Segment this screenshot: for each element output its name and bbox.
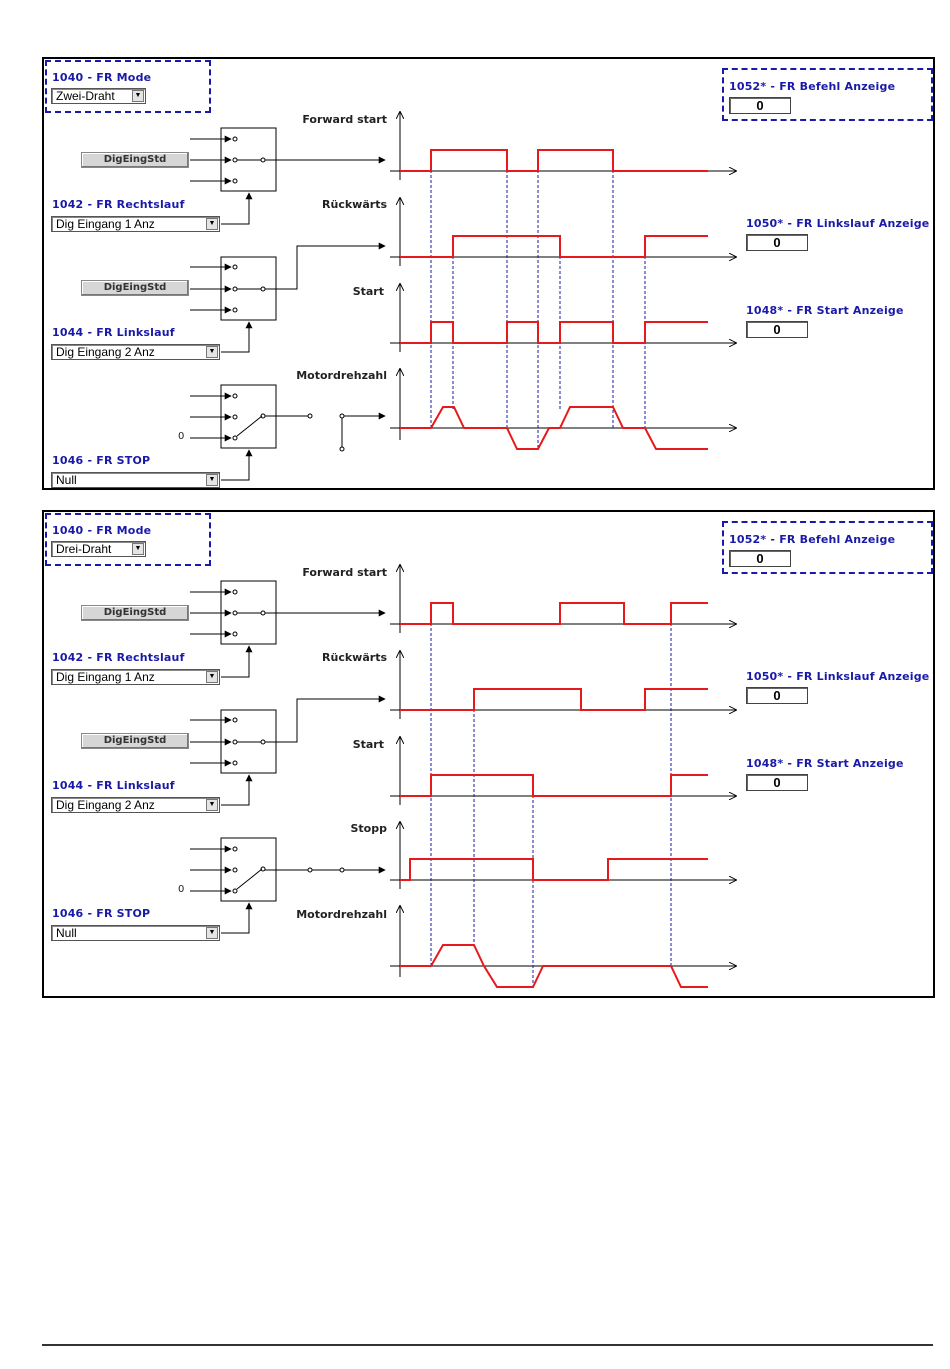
timing-panel-three-wire: [42, 510, 935, 998]
zero-input-label: 0: [178, 884, 185, 895]
signal-label: Forward start: [302, 566, 387, 579]
time-markers-panel-1: [430, 150, 646, 448]
signal-label: Forward start: [302, 113, 387, 126]
reverse-trace: [400, 235, 708, 258]
start-trace: [400, 321, 708, 344]
start-display-label: 1048* - FR Start Anzeige: [746, 304, 904, 317]
command-display-label: 1052* - FR Befehl Anzeige: [729, 80, 896, 93]
chevron-down-icon[interactable]: ▼: [206, 218, 218, 230]
chevron-down-icon[interactable]: ▼: [206, 927, 218, 939]
zero-input-label: 0: [178, 431, 185, 442]
chevron-down-icon[interactable]: ▼: [206, 474, 218, 486]
right-input-label: 1042 - FR Rechtslauf: [52, 198, 185, 211]
axes-panel-1: [390, 112, 736, 440]
chevron-down-icon[interactable]: ▼: [206, 346, 218, 358]
motor-speed-trace: [400, 944, 708, 988]
selector-switch-2: [190, 695, 386, 806]
stop-input-label: 1046 - FR STOP: [52, 454, 151, 467]
left-display-label: 1050* - FR Linkslauf Anzeige: [746, 217, 930, 230]
timing-panel-two-wire: [42, 57, 935, 490]
left-input-select[interactable]: Dig Eingang 2 Anz▼: [51, 344, 220, 360]
stop-input-select[interactable]: Null▼: [51, 925, 220, 941]
left-input-select[interactable]: Dig Eingang 2 Anz▼: [51, 797, 220, 813]
stop-trace: [400, 858, 708, 881]
mode-select[interactable]: Zwei-Draht▼: [51, 88, 146, 104]
start-display-label: 1048* - FR Start Anzeige: [746, 757, 904, 770]
chevron-down-icon[interactable]: ▼: [206, 799, 218, 811]
chevron-down-icon[interactable]: ▼: [132, 543, 144, 555]
signal-label: Stopp: [350, 822, 388, 835]
forward-start-trace: [400, 149, 708, 172]
signal-label: Start: [352, 285, 384, 298]
footer-rule: [42, 1344, 933, 1346]
reverse-trace: [400, 688, 708, 711]
signal-label: Start: [352, 738, 384, 751]
dig-eing-std-button[interactable]: DigEingStd: [81, 605, 189, 621]
left-display-value: 0: [746, 234, 808, 251]
command-display-box: [722, 521, 933, 574]
chevron-down-icon[interactable]: ▼: [132, 90, 144, 102]
dig-eing-std-button[interactable]: DigEingStd: [81, 152, 189, 168]
mode-label: 1040 - FR Mode: [52, 524, 152, 537]
left-display-value: 0: [746, 687, 808, 704]
axes-panel-2: [390, 565, 736, 977]
stop-switch: [190, 384, 386, 481]
signal-label: Rückwärts: [322, 651, 387, 664]
left-input-label: 1044 - FR Linkslauf: [52, 779, 175, 792]
stop-input-select[interactable]: Null▼: [51, 472, 220, 488]
motor-speed-trace: [400, 406, 708, 450]
signal-label: Motordrehzahl: [296, 369, 387, 382]
selector-switch-2: [190, 242, 386, 353]
left-input-label: 1044 - FR Linkslauf: [52, 326, 175, 339]
dig-eing-std-button[interactable]: DigEingStd: [81, 733, 189, 749]
waveforms-panel-1: [400, 149, 708, 450]
signal-label: Rückwärts: [322, 198, 387, 211]
dig-eing-std-button[interactable]: DigEingStd: [81, 280, 189, 296]
stop-input-label: 1046 - FR STOP: [52, 907, 151, 920]
start-display-value: 0: [746, 321, 808, 338]
right-input-label: 1042 - FR Rechtslauf: [52, 651, 185, 664]
command-display-value: 0: [729, 550, 791, 567]
start-trace: [400, 774, 708, 797]
mode-select[interactable]: Drei-Draht▼: [51, 541, 146, 557]
start-display-value: 0: [746, 774, 808, 791]
right-input-select[interactable]: Dig Eingang 1 Anz▼: [51, 216, 220, 232]
waveforms-panel-2: [400, 602, 708, 988]
command-display-value: 0: [729, 97, 791, 114]
command-display-label: 1052* - FR Befehl Anzeige: [729, 533, 896, 546]
mode-box: [45, 60, 211, 113]
forward-start-trace: [400, 602, 708, 625]
chevron-down-icon[interactable]: ▼: [206, 671, 218, 683]
selector-switch-1: [190, 580, 386, 678]
selector-switch-1: [190, 127, 386, 225]
stop-switch: [190, 837, 386, 934]
command-display-box: [722, 68, 933, 121]
right-input-select[interactable]: Dig Eingang 1 Anz▼: [51, 669, 220, 685]
mode-box: [45, 513, 211, 566]
signal-label: Motordrehzahl: [296, 908, 387, 921]
left-display-label: 1050* - FR Linkslauf Anzeige: [746, 670, 930, 683]
mode-label: 1040 - FR Mode: [52, 71, 152, 84]
